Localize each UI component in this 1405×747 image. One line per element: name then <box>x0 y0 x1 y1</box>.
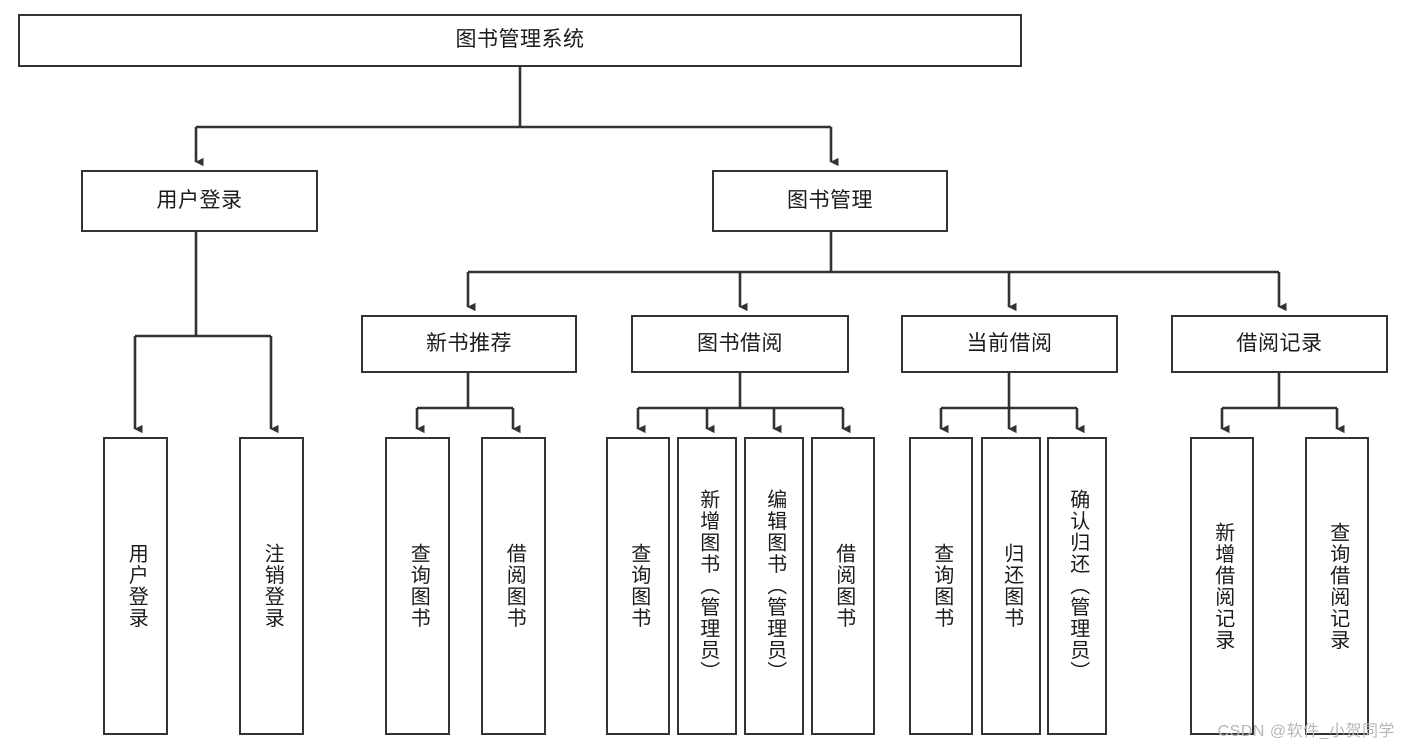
node-book-borrow[interactable]: 图书借阅 <box>631 315 849 373</box>
node-leaf-edit-book-label: 编辑图书（管理员） <box>763 489 786 683</box>
node-leaf-query-book-b[interactable]: 查询图书 <box>606 437 670 735</box>
node-leaf-query-book-b-label: 查询图书 <box>627 543 650 629</box>
node-root-label: 图书管理系统 <box>455 28 585 52</box>
node-leaf-add-record[interactable]: 新增借阅记录 <box>1190 437 1254 735</box>
node-leaf-return-book[interactable]: 归还图书 <box>981 437 1041 735</box>
node-leaf-confirm-return-label: 确认归还（管理员） <box>1066 489 1089 683</box>
node-leaf-user-login-label: 用户登录 <box>125 543 148 629</box>
node-leaf-borrow-book-b-label: 借阅图书 <box>832 543 855 629</box>
node-leaf-logout[interactable]: 注销登录 <box>239 437 304 735</box>
node-leaf-add-book-label: 新增图书（管理员） <box>696 489 719 683</box>
node-leaf-return-book-label: 归还图书 <box>1000 543 1023 629</box>
node-leaf-query-record[interactable]: 查询借阅记录 <box>1305 437 1369 735</box>
node-user-login-label: 用户登录 <box>156 188 243 212</box>
node-leaf-user-login[interactable]: 用户登录 <box>103 437 168 735</box>
node-user-login[interactable]: 用户登录 <box>81 170 318 232</box>
node-leaf-confirm-return[interactable]: 确认归还（管理员） <box>1047 437 1107 735</box>
node-new-book-rec[interactable]: 新书推荐 <box>361 315 577 373</box>
node-borrow-record[interactable]: 借阅记录 <box>1171 315 1388 373</box>
node-book-manage-label: 图书管理 <box>787 188 873 212</box>
node-leaf-query-book-a-label: 查询图书 <box>407 543 430 629</box>
node-book-borrow-label: 图书借阅 <box>697 331 783 355</box>
node-leaf-query-record-label: 查询借阅记录 <box>1326 521 1349 651</box>
node-current-borrow[interactable]: 当前借阅 <box>901 315 1118 373</box>
node-leaf-logout-label: 注销登录 <box>261 543 284 629</box>
node-leaf-add-book[interactable]: 新增图书（管理员） <box>677 437 737 735</box>
node-borrow-record-label: 借阅记录 <box>1236 331 1323 355</box>
node-root[interactable]: 图书管理系统 <box>18 14 1022 67</box>
node-leaf-borrow-book-a-label: 借阅图书 <box>503 543 526 629</box>
node-leaf-query-book-a[interactable]: 查询图书 <box>385 437 450 735</box>
watermark-text: CSDN @软件_小贺同学 <box>1217 723 1395 740</box>
node-current-borrow-label: 当前借阅 <box>966 331 1053 355</box>
node-new-book-rec-label: 新书推荐 <box>426 331 512 355</box>
node-leaf-borrow-book-a[interactable]: 借阅图书 <box>481 437 546 735</box>
node-leaf-edit-book[interactable]: 编辑图书（管理员） <box>744 437 804 735</box>
node-leaf-query-book-c[interactable]: 查询图书 <box>909 437 973 735</box>
node-leaf-borrow-book-b[interactable]: 借阅图书 <box>811 437 875 735</box>
node-leaf-add-record-label: 新增借阅记录 <box>1211 521 1234 651</box>
node-book-manage[interactable]: 图书管理 <box>712 170 948 232</box>
node-leaf-query-book-c-label: 查询图书 <box>930 543 953 629</box>
